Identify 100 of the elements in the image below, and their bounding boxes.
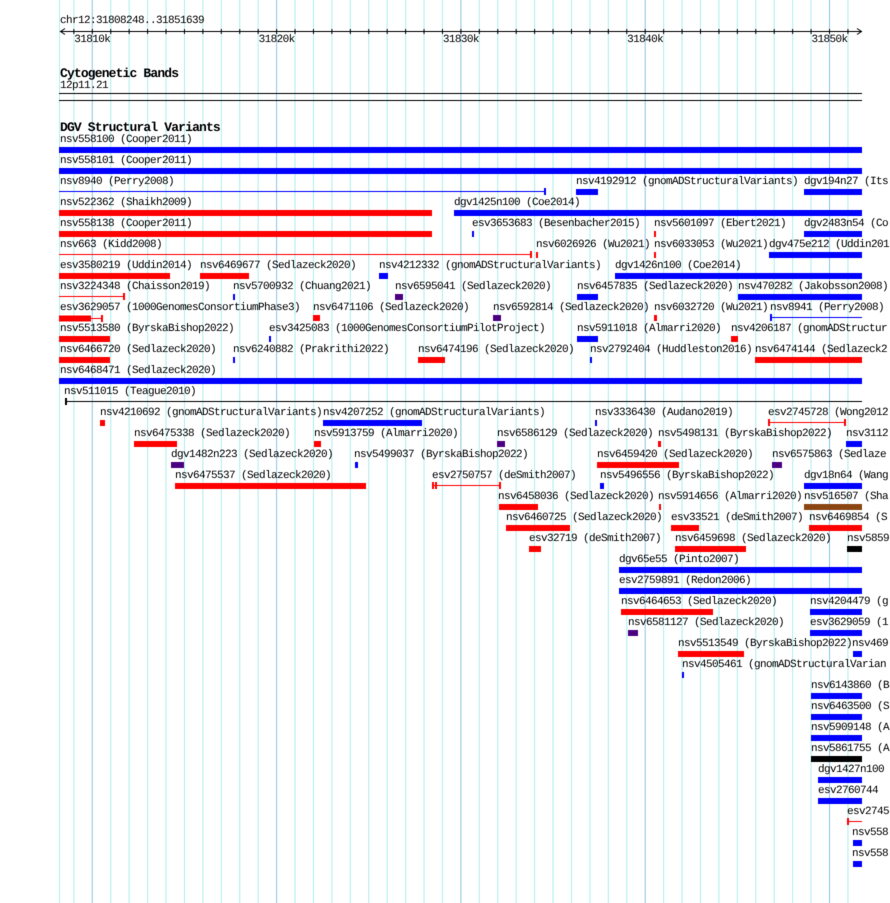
variant-bar (59, 147, 862, 153)
variant-bar (576, 189, 598, 195)
variant-label: nsv5601097 (Ebert2021) (654, 218, 786, 230)
variant-bar (671, 525, 699, 531)
variant-bar (847, 546, 862, 552)
variant-label: nsv6468471 (Sedlazeck2020) (60, 365, 216, 377)
variant-label: nsv558 (852, 827, 888, 839)
variant-label: nsv5914656 (Almarri2020) (658, 491, 802, 503)
variant-label: nsv6474144 (Sedlazeck2 (755, 344, 888, 356)
variant-bar (804, 504, 862, 510)
variant-bar (678, 651, 744, 657)
variant-bar (811, 714, 862, 720)
variant-label: esv3629057 (1000GenomesConsortiumPhase3) (60, 302, 300, 314)
variant-label: esv2759891 (Redon2006) (619, 575, 752, 587)
variant-bar (59, 210, 432, 216)
position-label: chr12:31808248..31851639 (60, 15, 204, 27)
variant-bar (134, 441, 177, 447)
variant-label: nsv5498131 (ByrskaBishop2022) (658, 428, 832, 440)
variant-line (432, 482, 501, 489)
variant-label: nsv4206187 (gnomADStructur (731, 323, 888, 335)
variant-bar (731, 336, 738, 342)
variant-label: nsv558138 (Cooper2011) (60, 218, 192, 230)
variant-line (59, 188, 546, 195)
variant-label: nsv6033053 (Wu2021) (654, 239, 768, 251)
variant-label: nsv8940 (Perry2008) (60, 176, 174, 188)
variant-label: nsv5861755 (A (811, 743, 890, 755)
variant-bar (809, 525, 862, 531)
variant-label: nsv558101 (Cooper2011) (60, 155, 192, 167)
variant-bar (853, 840, 862, 846)
variant-label: nsv6475338 (Sedlazeck2020) (134, 428, 290, 440)
variant-bar (853, 861, 862, 867)
variant-label: dgv475e212 (Uddin201 (769, 239, 890, 251)
axis-tick-label: 31850k (812, 34, 848, 46)
variant-label: nsv511015 (Teague2010) (64, 386, 196, 398)
variant-bar (313, 315, 320, 321)
variant-bar (355, 462, 358, 468)
variant-label: nsv6581127 (Sedlazeck2020) (628, 617, 784, 629)
variant-bar (818, 777, 862, 783)
variant-line (59, 293, 125, 300)
variant-bar (59, 231, 432, 237)
variant-label: dgv1482n223 (Sedlazeck2020) (171, 449, 334, 461)
variant-label: dgv1426n100 (Coe2014) (615, 260, 742, 272)
variant-label: nsv6586129 (Sedlazeck2020) (497, 428, 654, 440)
variant-line (770, 314, 862, 321)
variant-bar (675, 546, 746, 552)
variant-label: dgv2483n54 (Co (804, 218, 888, 230)
variant-bar (577, 294, 598, 300)
variant-label: nsv4192912 (gnomADStructuralVariants) (576, 176, 798, 188)
variant-label: nsv6026926 (Wu2021) (536, 239, 650, 251)
variant-label: dgv18n64 (Wang (804, 470, 888, 482)
variant-bar (615, 273, 862, 279)
variant-bar (804, 231, 862, 237)
variant-line (65, 398, 862, 405)
variant-label: nsv6460725 (Sedlazeck2020) (506, 512, 662, 524)
variant-line (59, 251, 532, 258)
variant-bar (59, 378, 862, 384)
variant-label: nsv6143860 (B (811, 680, 890, 692)
variant-bar (171, 462, 184, 468)
cytoband (59, 93, 862, 101)
variant-label: nsv6575863 (Sedlaze (772, 449, 886, 461)
variant-label: nsv5496556 (ByrskaBishop2022) (600, 470, 774, 482)
variant-bar (529, 546, 541, 552)
variant-label: esv3425083 (1000GenomesConsortiumPilotProject) (269, 323, 546, 335)
variant-label: nsv4207252 (gnomADStructuralVariants) (323, 407, 546, 419)
variant-label: nsv5499037 (ByrskaBishop2022) (354, 449, 528, 461)
variant-label: nsv2792404 (Huddleston2016) (590, 344, 752, 356)
variant-bar (600, 483, 604, 489)
variant-label: nsv4210692 (gnomADStructuralVariants) (100, 407, 322, 419)
variant-bar (499, 504, 538, 510)
variant-label: esv2750757 (deSmith2007) (432, 470, 576, 482)
variant-bar (59, 315, 103, 322)
variant-label: esv33521 (deSmith2007) (671, 512, 804, 524)
variant-bar (804, 189, 862, 195)
variant-label: esv3580219 (Uddin2014) (60, 260, 192, 272)
variant-label: nsv5859 (847, 533, 890, 545)
variant-bar (811, 756, 862, 762)
variant-label: nsv6475537 (Sedlazeck2020) (175, 470, 332, 482)
variant-label: nsv6471106 (Sedlazeck2020) (313, 302, 470, 314)
variant-bar (658, 441, 661, 447)
variant-label: nsv5513580 (ByrskaBishop2022) (60, 323, 234, 335)
variant-bar (59, 336, 110, 342)
variant-bar (506, 525, 570, 531)
variant-label: esv2745728 (Wong2012 (768, 407, 888, 419)
variant-bar (654, 315, 657, 321)
variant-label: nsv4505461 (gnomADStructuralVarian (682, 659, 886, 671)
variant-label: nsv6240882 (Prakrithi2022) (233, 344, 390, 356)
variant-bar (395, 294, 403, 300)
variant-label: nsv5911018 (Almarri2020) (577, 323, 722, 335)
variant-bar (772, 462, 782, 468)
variant-label: nsv470282 (Jakobsson2008) (738, 281, 888, 293)
variant-label: nsv3336430 (Audano2019) (595, 407, 734, 419)
variant-label: dgv1427n100 (818, 764, 884, 776)
variant-bar (379, 273, 388, 279)
variant-bar (619, 588, 862, 594)
variant-label: esv3653683 (Besenbacher2015) (472, 218, 640, 230)
variant-label: nsv6457835 (Sedlazeck2020) (577, 281, 734, 293)
variant-bar (846, 441, 862, 447)
variant-label: nsv6459420 (Sedlazeck2020) (597, 449, 754, 461)
variant-label: dgv1425n100 (Coe2014) (454, 197, 580, 209)
variant-label: nsv558 (852, 848, 888, 860)
